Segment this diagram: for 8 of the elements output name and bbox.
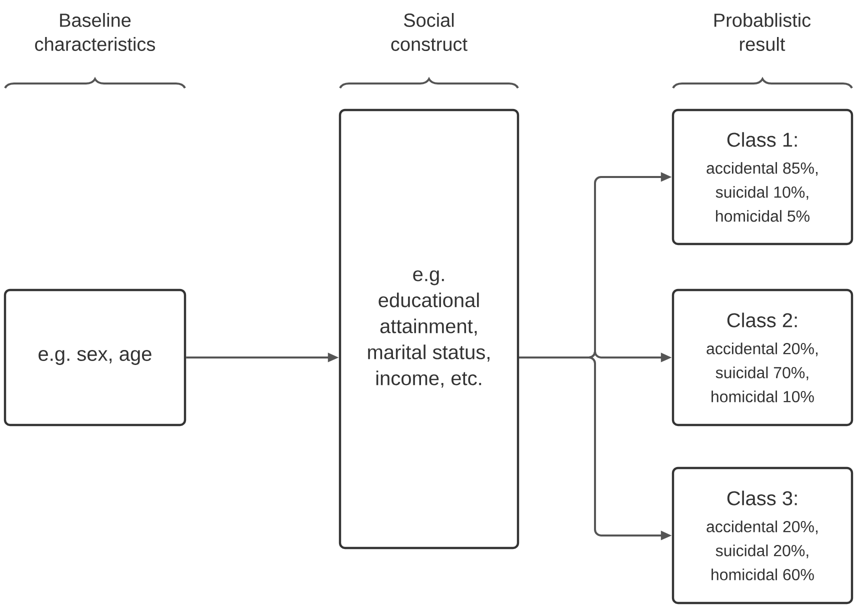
column-heading: Baseline characteristics (35, 13, 156, 51)
class-box: Class 3: accidental 20%, suicidal 20%, homicidal 60% (672, 466, 854, 604)
process-box: e.g. educational attainment, marital status, income, etc. (338, 108, 520, 550)
class-box: Class 2: accidental 20%, suicidal 70%, homicidal 10% (672, 288, 854, 426)
process-box: e.g. sex, age (4, 288, 186, 426)
column-heading: Probablistic result (714, 13, 811, 51)
column-heading: Social construct (391, 13, 468, 51)
class-box: Class 1: accidental 85%, suicidal 10%, homicidal 5% (672, 108, 854, 246)
